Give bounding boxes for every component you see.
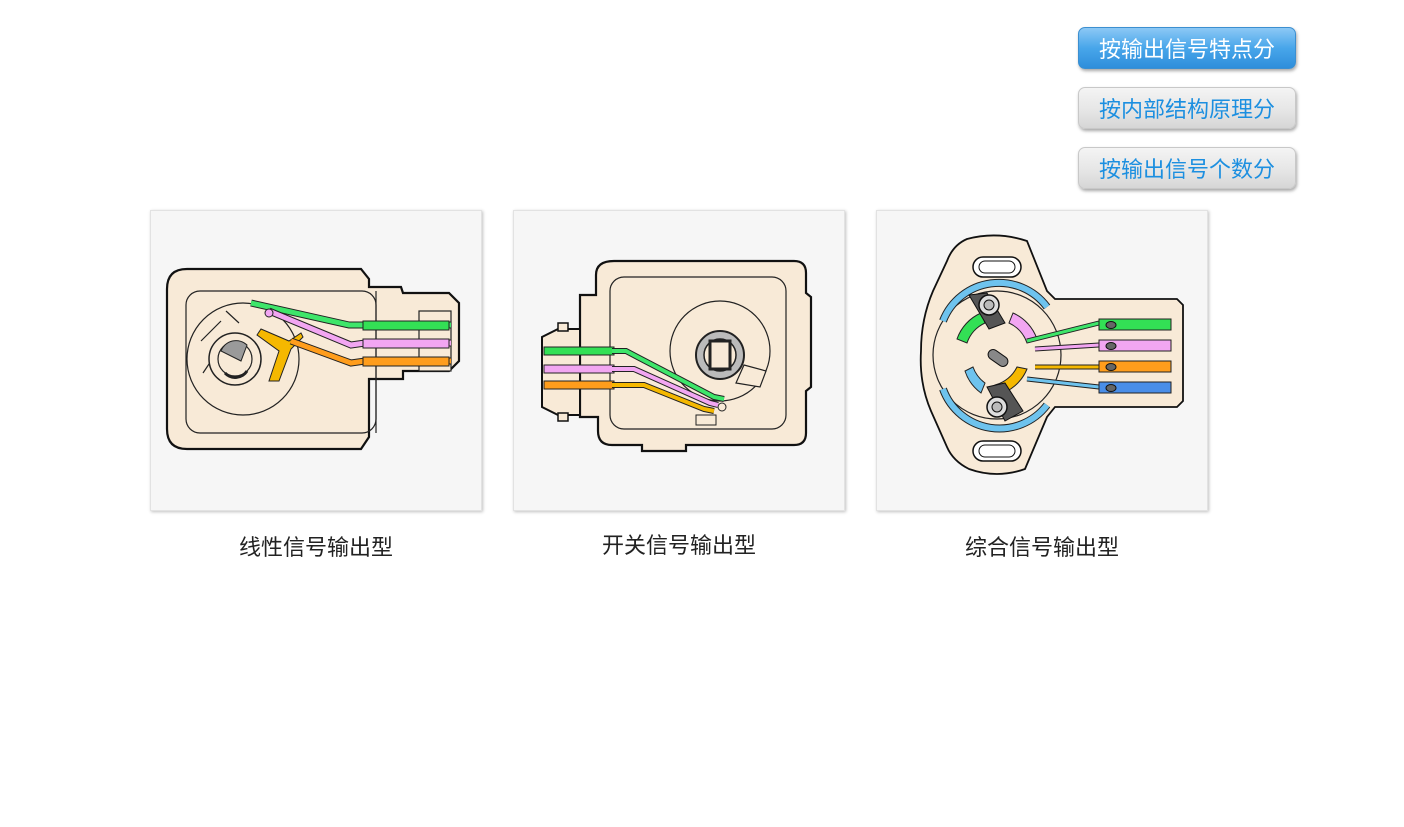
linear-throttle-sensor-diagram: [165, 267, 461, 451]
combined-throttle-sensor-diagram: [919, 234, 1184, 475]
caption-linear: 线性信号输出型: [238, 536, 393, 561]
caption-combined: 综合信号输出型: [964, 536, 1119, 561]
card-linear-sensor[interactable]: [150, 210, 482, 511]
button-by-internal-structure[interactable]: 按内部结构原理分: [1078, 87, 1296, 129]
caption-switch: 开关信号输出型: [601, 534, 756, 559]
card-switch-sensor[interactable]: [513, 210, 845, 511]
button-by-output-signal[interactable]: 按输出信号特点分: [1078, 27, 1296, 69]
switch-throttle-sensor-diagram: [541, 259, 813, 453]
button-by-signal-count[interactable]: 按输出信号个数分: [1078, 147, 1296, 189]
card-combined-sensor[interactable]: [876, 210, 1208, 511]
